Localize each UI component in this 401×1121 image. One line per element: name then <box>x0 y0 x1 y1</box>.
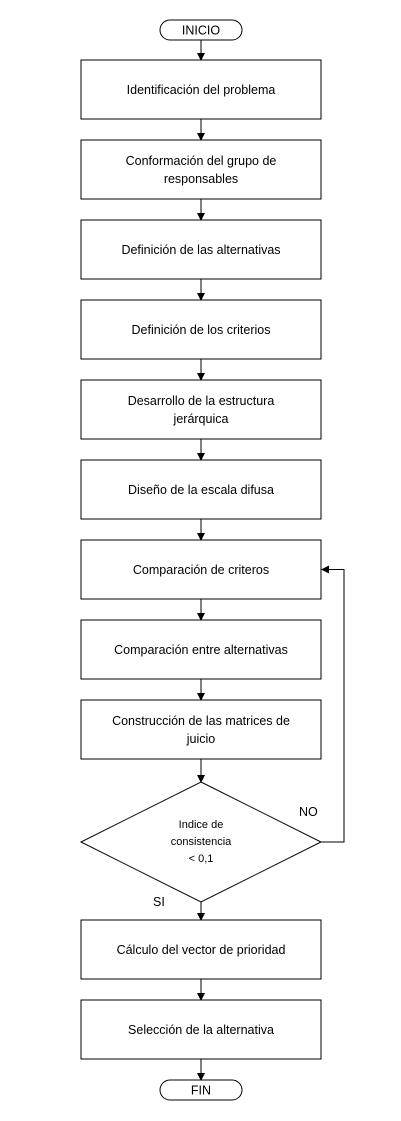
connector-lines <box>197 40 345 1081</box>
end-terminal: FIN <box>159 1079 243 1101</box>
step-vector-label: Cálculo del vector de prioridad <box>117 943 286 957</box>
decision-label-line-2: consistencia <box>171 836 232 848</box>
start-terminal: INICIO <box>159 19 243 41</box>
step-matrices-label: juicio <box>186 732 216 746</box>
decision-diamond: Indice de consistencia < 0,1 <box>79 781 323 903</box>
no-branch-label: NO <box>299 805 318 819</box>
step-comp-criterios-label: Comparación de criteros <box>133 563 269 577</box>
step-conformacion-label: Conformación del grupo de <box>126 154 277 168</box>
decision-label-line-1: Indice de <box>179 819 224 831</box>
step-def-alternativas: Definición de las alternativas <box>80 219 322 280</box>
step-matrices-label: Construcción de las matrices de <box>112 714 290 728</box>
arrow-decision-no-loop <box>321 565 345 843</box>
step-def-criterios-label: Definición de los criterios <box>132 323 271 337</box>
start-terminal-label: INICIO <box>182 24 220 38</box>
step-identificacion: Identificación del problema <box>80 59 322 120</box>
step-comp-criterios: Comparación de criteros <box>80 539 322 600</box>
step-escala-label: Diseño de la escala difusa <box>128 483 274 497</box>
step-def-alternativas-label: Definición de las alternativas <box>121 243 280 257</box>
process-steps: Identificación del problemaConformación … <box>80 59 322 1060</box>
step-seleccion: Selección de la alternativa <box>80 999 322 1060</box>
end-terminal-label: FIN <box>191 1084 211 1098</box>
step-seleccion-label: Selección de la alternativa <box>128 1023 274 1037</box>
step-vector: Cálculo del vector de prioridad <box>80 919 322 980</box>
yes-branch-label: SI <box>153 895 165 909</box>
decision-label-line-3: < 0,1 <box>189 853 214 865</box>
step-comp-alternativas: Comparación entre alternativas <box>80 619 322 680</box>
step-identificacion-label: Identificación del problema <box>127 83 276 97</box>
step-escala: Diseño de la escala difusa <box>80 459 322 520</box>
step-comp-alternativas-label: Comparación entre alternativas <box>114 643 288 657</box>
step-conformacion-label: responsables <box>164 172 238 186</box>
step-conformacion: Conformación del grupo de responsables <box>80 139 322 200</box>
step-def-criterios: Definición de los criterios <box>80 299 322 360</box>
step-estructura-label: Desarrollo de la estructura <box>128 394 275 408</box>
step-estructura-label: jerárquica <box>173 412 229 426</box>
step-matrices: Construcción de las matrices de juicio <box>80 699 322 760</box>
step-estructura: Desarrollo de la estructura jerárquica <box>80 379 322 440</box>
